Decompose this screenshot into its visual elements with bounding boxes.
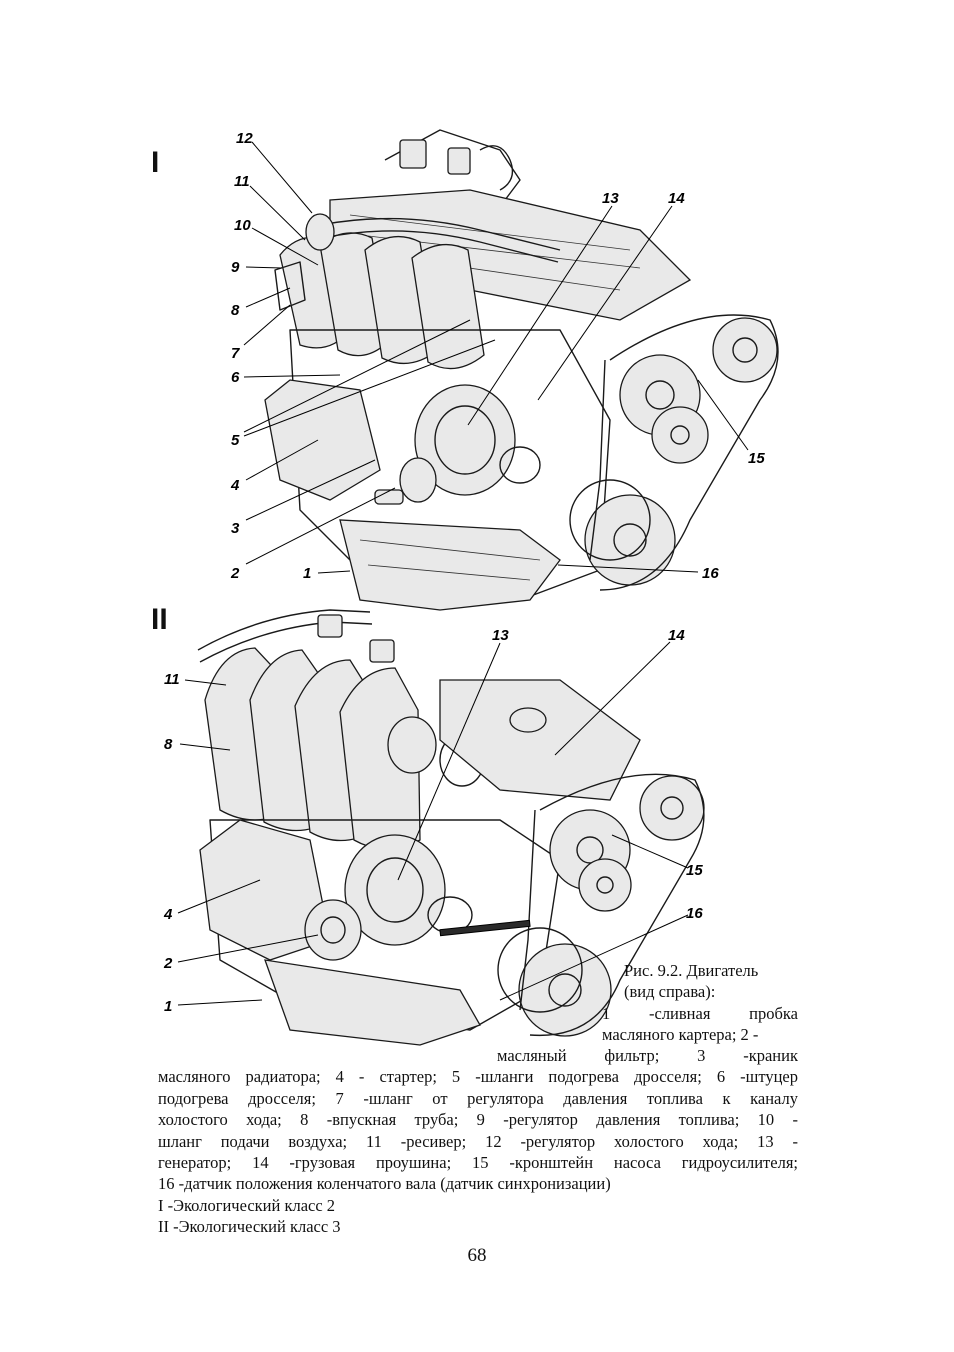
caption-line-2: (вид справа): [624, 982, 716, 1001]
callout-I-8: 8 [231, 302, 240, 319]
caption-line-12: I -Экологический класс 2 [158, 1196, 336, 1215]
section-label-I: I [151, 146, 160, 179]
callout-I-13: 13 [602, 190, 619, 207]
callout-II-4: 4 [163, 906, 173, 923]
callout-I-3: 3 [231, 520, 240, 537]
callout-II-2: 2 [163, 955, 173, 972]
callout-I-10: 10 [234, 217, 251, 234]
callout-II-8: 8 [164, 736, 173, 753]
callout-II-16: 16 [686, 905, 703, 922]
callout-I-12: 12 [236, 130, 253, 147]
engine-drawing-I [264, 129, 779, 611]
callout-I-16: 16 [702, 565, 719, 582]
callout-I-6: 6 [231, 369, 240, 386]
leader-lines-I [243, 141, 749, 574]
callout-I-2: 2 [230, 565, 240, 582]
caption-line-13: II -Экологический класс 3 [158, 1217, 341, 1236]
callout-I-4: 4 [230, 477, 240, 494]
callout-I-11: 11 [234, 173, 250, 190]
callout-I-5: 5 [231, 432, 240, 449]
callout-I-15: 15 [748, 450, 765, 467]
caption-line-1: Рис. 9.2. Двигатель [624, 961, 759, 980]
callout-I-14: 14 [668, 190, 685, 207]
caption-line-10: генератор; 14 -грузовая проушина; 15 -кр… [158, 1153, 798, 1172]
callout-II-11: 11 [164, 671, 180, 688]
callout-II-15: 15 [686, 862, 703, 879]
callouts-I: 12 11 10 9 8 7 6 5 4 3 2 1 13 14 15 16 [230, 130, 765, 582]
caption-line-3: 1 -сливная пробка [602, 1004, 798, 1023]
caption-line-11: 16 -датчик положения коленчатого вала (д… [158, 1174, 611, 1193]
callout-II-13: 13 [492, 627, 509, 644]
callout-I-9: 9 [231, 259, 240, 276]
engine-drawing-II [197, 609, 705, 1046]
page-number: 68 [467, 1245, 487, 1266]
caption-line-6: масляного радиатора; 4 - стартер; 5 -шла… [158, 1067, 798, 1086]
leader-lines-II [177, 641, 689, 1006]
callout-I-1: 1 [303, 565, 311, 582]
callout-I-7: 7 [231, 345, 240, 362]
callout-II-14: 14 [668, 627, 685, 644]
caption-line-7: подогрева дросселя; 7 -шланг от регулято… [158, 1089, 798, 1108]
callout-II-1: 1 [164, 998, 172, 1015]
caption-line-5: масляный фильтр; 3 -краник [497, 1046, 798, 1065]
caption-line-8: холостого хода; 8 -впускная труба; 9 -ре… [158, 1110, 798, 1129]
caption-line-4: масляного картера; 2 - [602, 1025, 759, 1044]
callouts-II: 11 8 4 2 1 13 14 15 16 [163, 627, 703, 1015]
section-label-II: II [151, 603, 168, 636]
caption-line-9: шланг подачи воздуха; 11 -ресивер; 12 -р… [158, 1132, 798, 1151]
